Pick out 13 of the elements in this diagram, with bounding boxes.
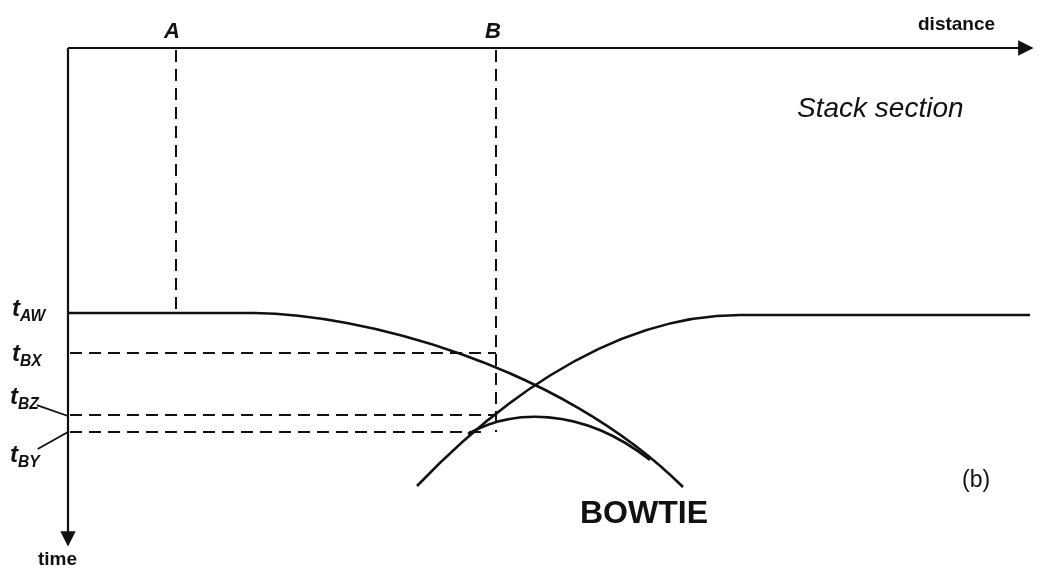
leader-line: [36, 431, 69, 450]
axis-label: time: [38, 549, 78, 568]
axis-label: distance: [918, 14, 996, 33]
leader-line: [35, 404, 69, 417]
section-title: Stack section: [797, 94, 964, 122]
axis-label: B: [485, 20, 501, 42]
time-label: t$_{BZ}$: [10, 384, 39, 413]
panel-label: (b): [962, 468, 991, 491]
axis-label: A: [164, 20, 180, 42]
time-label: t$_{AW}$: [12, 296, 46, 325]
annotation: BOWTIE: [580, 496, 708, 528]
time-label: t$_{BX}$: [12, 341, 42, 370]
time-label: t$_{BY}$: [10, 442, 40, 471]
